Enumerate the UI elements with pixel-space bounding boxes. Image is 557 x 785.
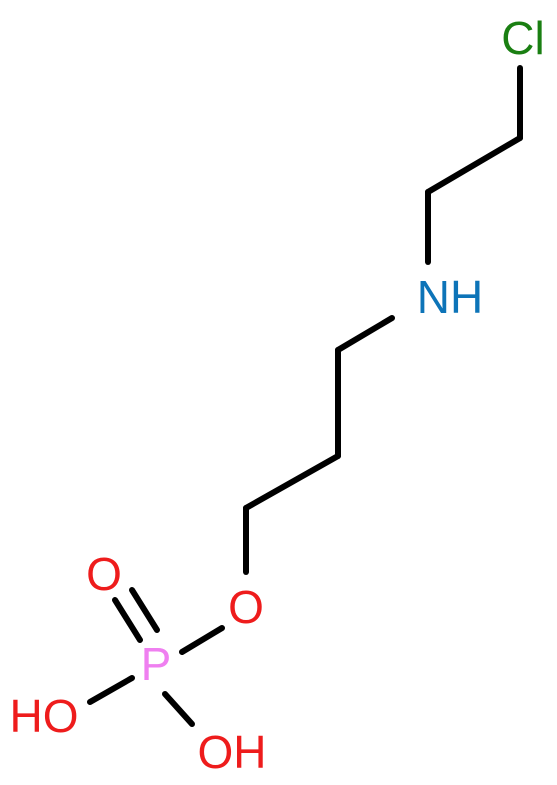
bond-n-c3 xyxy=(335,315,395,353)
atom-ester-oxygen: O xyxy=(228,581,264,633)
atom-labels: Cl NH O P O HO OH xyxy=(10,12,545,778)
atom-chlorine: Cl xyxy=(501,12,544,64)
atom-amine: NH xyxy=(417,271,483,323)
bond-c4-c5 xyxy=(243,453,341,511)
bonds xyxy=(87,65,523,727)
bond-o-p xyxy=(179,625,225,655)
atom-oxo-oxygen: O xyxy=(86,548,122,600)
bond-p-o-double-b xyxy=(129,587,160,633)
atom-hydroxyl-left: HO xyxy=(10,690,79,742)
bond-p-oh-left xyxy=(87,675,135,705)
bond-p-o-double-a xyxy=(112,597,143,643)
atom-hydroxyl-bottom: OH xyxy=(198,726,267,778)
atom-phosphorus: P xyxy=(141,638,172,690)
bond-p-oh-bottom xyxy=(162,691,195,727)
bond-c1-c2 xyxy=(425,135,523,195)
